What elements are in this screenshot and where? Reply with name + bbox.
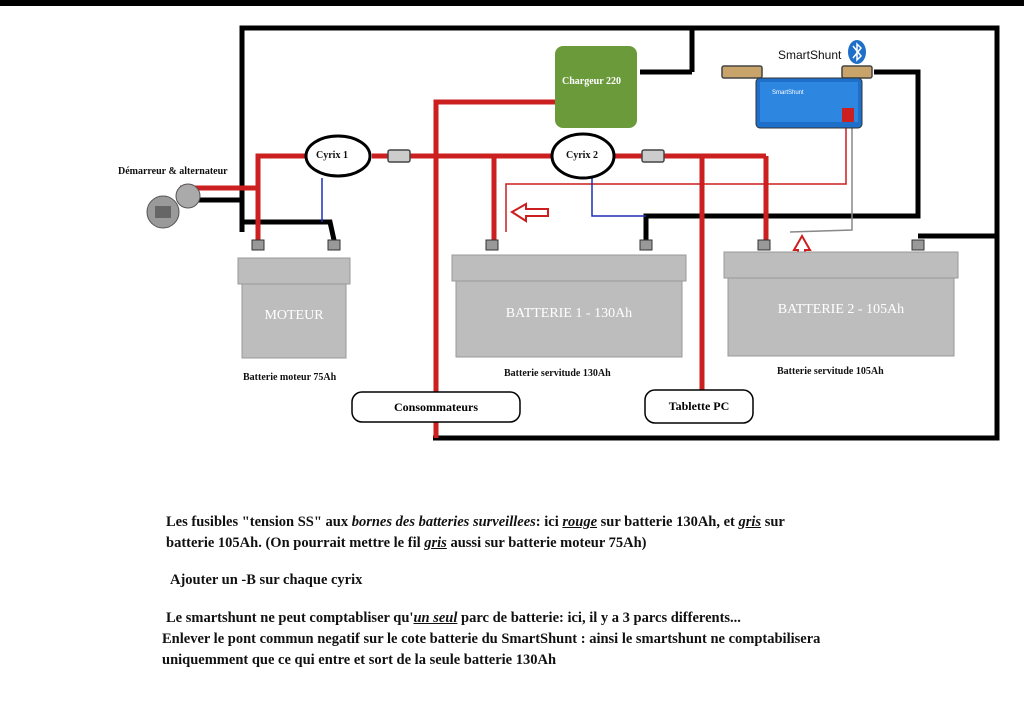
wiring-diagram bbox=[146, 25, 1000, 441]
note-line-4: Le smartshunt ne peut comptabliser qu'un… bbox=[166, 610, 741, 626]
battery-moteur-name: MOTEUR bbox=[264, 308, 324, 323]
tablet-box bbox=[644, 389, 754, 424]
cyrix-1-label: Cyrix 1 bbox=[316, 150, 348, 161]
smartshunt-device bbox=[755, 77, 863, 129]
cyrix-2 bbox=[550, 132, 616, 180]
top-border bbox=[0, 0, 1024, 6]
battery-1 bbox=[451, 254, 687, 358]
note-line-1: Les fusibles "tension SS" aux bornes des… bbox=[166, 514, 785, 530]
cyrix-1 bbox=[304, 134, 372, 178]
consumers-box bbox=[351, 391, 521, 423]
cyrix-2-label: Cyrix 2 bbox=[566, 150, 598, 161]
smartshunt-brand: SmartShunt bbox=[772, 90, 804, 96]
battery-1-name: BATTERIE 1 - 130Ah bbox=[505, 306, 633, 321]
battery-1-caption: Batterie servitude 130Ah bbox=[504, 368, 611, 379]
battery-moteur-caption: Batterie moteur 75Ah bbox=[243, 372, 337, 383]
tablet-label: Tablette PC bbox=[668, 399, 730, 413]
starter-label: Démarreur & alternateur bbox=[118, 166, 228, 177]
charger-box bbox=[555, 46, 637, 128]
sense-wires bbox=[321, 124, 853, 233]
negative-wiring bbox=[180, 25, 1000, 441]
battery-2-caption: Batterie servitude 105Ah bbox=[777, 366, 884, 377]
note-line-2: batterie 105Ah. (On pourrait mettre le f… bbox=[166, 535, 647, 551]
battery-2 bbox=[723, 251, 959, 357]
battery-2-name: BATTERIE 2 - 105Ah bbox=[777, 302, 905, 317]
battery-moteur bbox=[237, 257, 351, 359]
notes-block: Les fusibles "tension SS" aux bornes des… bbox=[160, 512, 920, 671]
note-line-6: uniquemment que ce qui entre et sort de … bbox=[162, 652, 557, 668]
starter-alternator-icon bbox=[146, 183, 201, 229]
smartshunt-label: SmartShunt bbox=[778, 48, 842, 62]
charger-label: Chargeur 220 bbox=[562, 76, 621, 87]
note-line-5: Enlever le pont commun negatif sur le co… bbox=[162, 631, 821, 647]
bluetooth-icon bbox=[848, 40, 866, 64]
note-line-3: Ajouter un -B sur chaque cyrix bbox=[170, 572, 363, 588]
fuse bbox=[387, 65, 873, 163]
battery-terminals bbox=[251, 239, 925, 251]
consumers-label: Consommateurs bbox=[394, 400, 478, 414]
positive-wiring bbox=[180, 99, 769, 438]
